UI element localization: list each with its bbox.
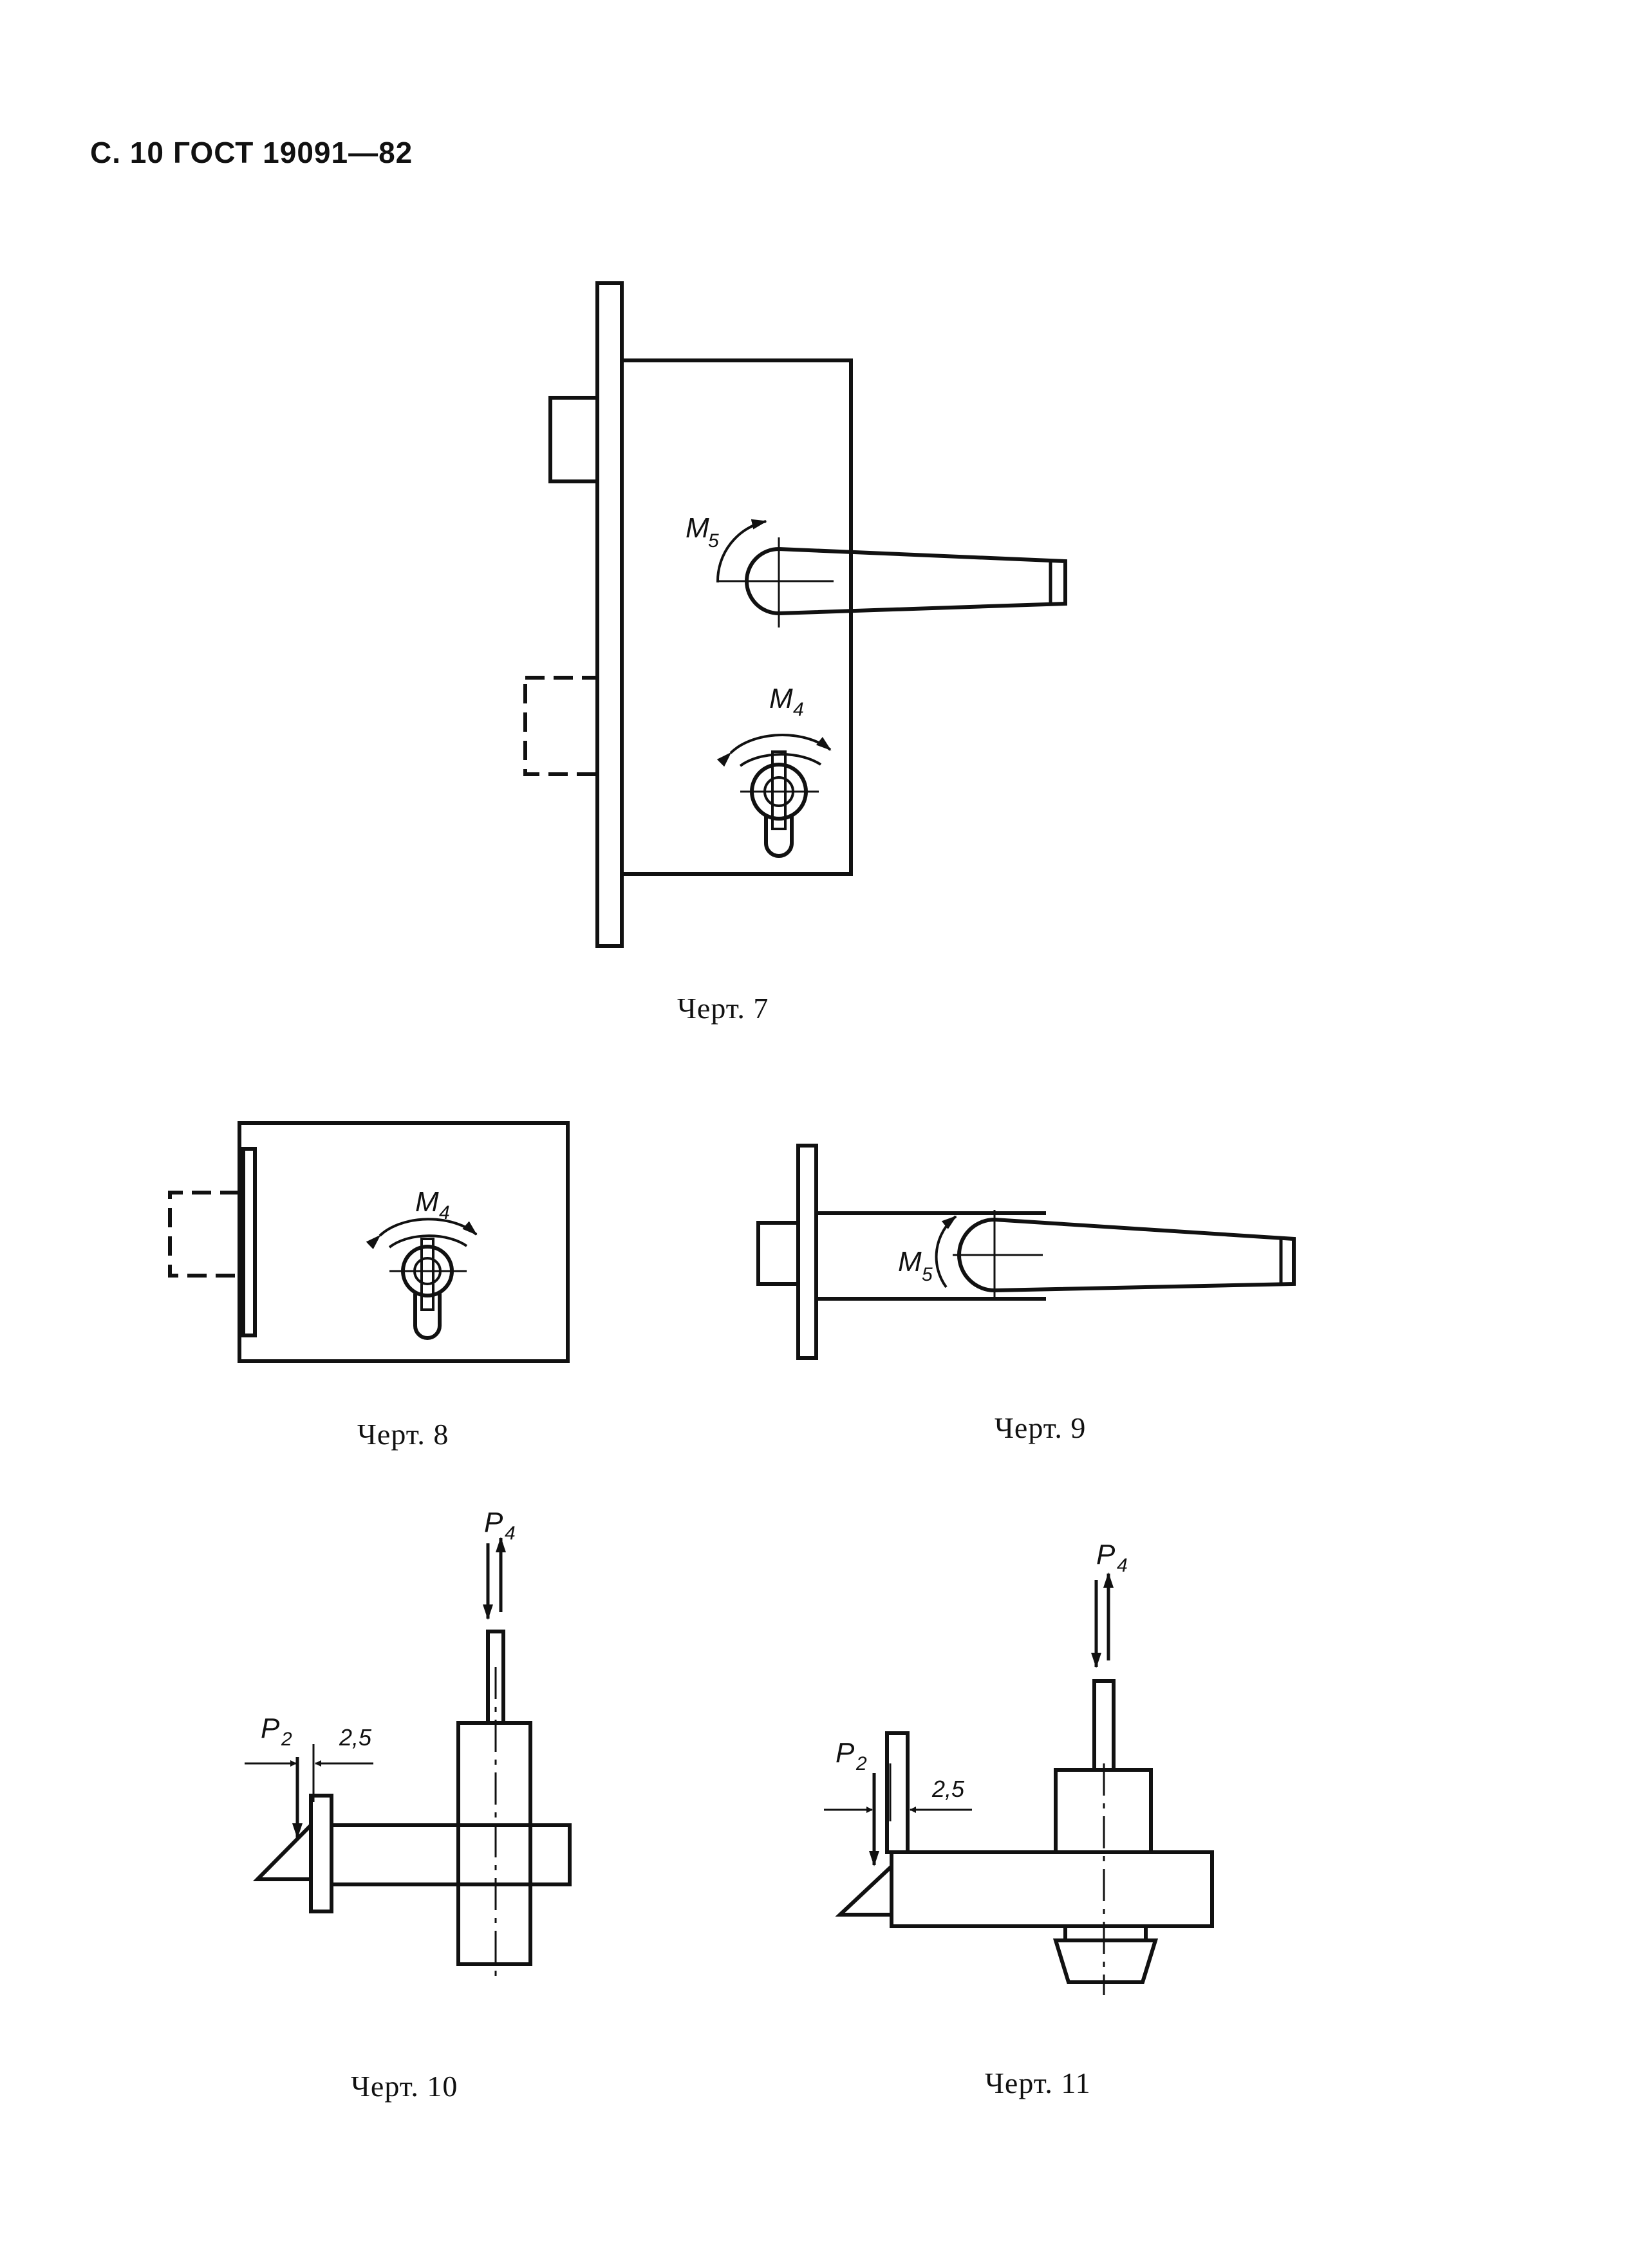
figure-9-caption: Черт. 9 xyxy=(995,1411,1087,1444)
fig10-plate xyxy=(309,1794,333,1913)
fig7-bolt-bottom xyxy=(523,676,599,776)
fig10-force-sub-p2: 2 xyxy=(281,1729,292,1750)
page-number: С. 10 xyxy=(90,136,164,169)
fig11-dimension: 2,5 xyxy=(931,1776,965,1802)
fig10-wedge xyxy=(252,1823,313,1881)
fig10-labels: P 4 P 2 2,5 xyxy=(261,1507,516,1751)
fig7-moment-arrow-bottom xyxy=(716,734,832,767)
fig10-dimension: 2,5 xyxy=(339,1724,372,1751)
page-header: С. 10 ГОСТ 19091—82 xyxy=(90,135,422,170)
fig7-lock-body xyxy=(620,358,853,876)
fig11-shaft xyxy=(1092,1679,1116,1772)
fig11-body xyxy=(890,1850,1214,1928)
fig7-labels: M 5 M 4 xyxy=(686,512,804,720)
figure-9-drawing xyxy=(756,1144,1296,1360)
standard-number: ГОСТ 19091—82 xyxy=(173,136,413,169)
fig11-force-sub-p4: 4 xyxy=(1117,1555,1128,1576)
figure-10-caption: Черт. 10 xyxy=(351,2070,458,2103)
fig8-moment-label: M xyxy=(415,1186,439,1218)
fig8-bolt-dashed xyxy=(168,1191,239,1278)
fig11-force-label-p4: P xyxy=(1096,1539,1116,1570)
fig8-labels: M 4 xyxy=(415,1186,450,1223)
figure-11-caption: Черт. 11 xyxy=(985,2067,1091,2099)
fig8-moment-sub: 4 xyxy=(439,1202,450,1223)
fig7-moment-label-m5: M xyxy=(686,512,709,544)
figure-11-drawing xyxy=(824,1572,1214,1995)
fig11-force-sub-p2: 2 xyxy=(855,1753,867,1774)
figure-7-caption: Черт. 7 xyxy=(677,992,769,1025)
fig11-knob xyxy=(1052,1926,1159,1984)
fig7-moment-arrow-top xyxy=(716,519,767,583)
fig10-force-label-p4: P xyxy=(484,1507,503,1538)
fig8-lock-body xyxy=(238,1121,570,1363)
fig11-wedge xyxy=(835,1864,893,1917)
fig8-moment-arrow xyxy=(366,1218,478,1250)
fig9-rose xyxy=(816,1211,1046,1301)
fig7-moment-sub-m5: 5 xyxy=(708,530,719,552)
fig8-faceplate xyxy=(241,1147,257,1337)
fig7-faceplate xyxy=(595,281,624,948)
fig9-moment-sub: 5 xyxy=(922,1264,933,1285)
fig9-faceplate xyxy=(796,1144,818,1360)
fig10-bar xyxy=(330,1823,572,1886)
figure-8-drawing xyxy=(168,1121,570,1363)
fig9-spindle xyxy=(756,1221,800,1286)
fig9-moment-label: M xyxy=(898,1246,922,1278)
figure-8-caption: Черт. 8 xyxy=(357,1418,449,1451)
fig9-moment-arrow xyxy=(935,1215,957,1288)
fig11-labels: P 4 P 2 2,5 xyxy=(836,1539,1128,1802)
figure-10-drawing xyxy=(245,1537,572,1982)
fig10-cylinder xyxy=(456,1721,532,1966)
fig9-labels: M 5 xyxy=(898,1246,933,1285)
fig7-moment-label-m4: M xyxy=(769,683,793,714)
fig10-force-label-p2: P xyxy=(261,1713,280,1744)
fig7-moment-sub-m4: 4 xyxy=(793,699,804,720)
fig10-force-sub-p4: 4 xyxy=(505,1523,516,1544)
figure-7-drawing xyxy=(523,281,1067,948)
fig7-handle xyxy=(745,546,1067,616)
fig9-handle xyxy=(957,1217,1296,1293)
fig11-force-label-p2: P xyxy=(836,1737,855,1769)
fig7-bolt-top xyxy=(548,396,599,483)
